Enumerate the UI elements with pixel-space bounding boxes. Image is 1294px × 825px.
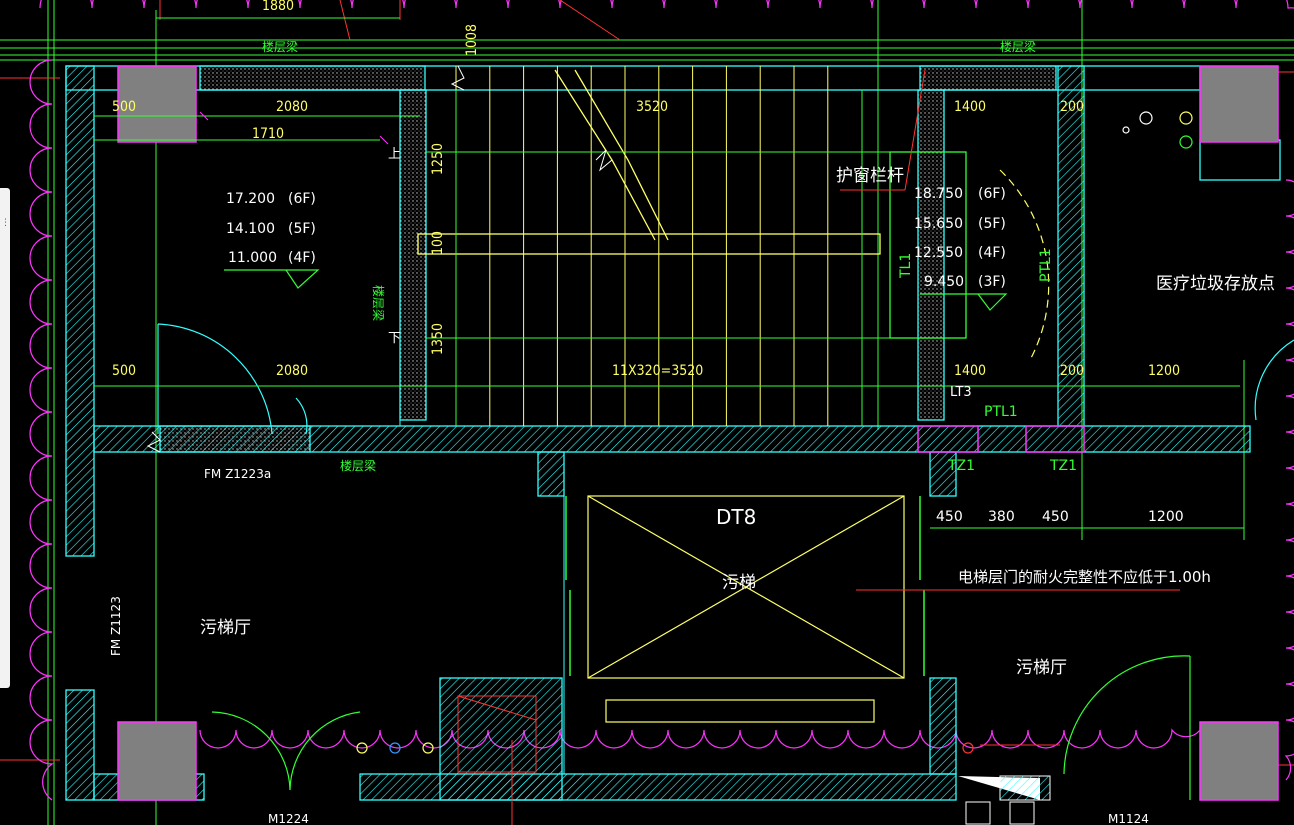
dim-1710: 1710 [252,126,284,142]
vent-hatch [958,775,1051,825]
label-down-mark: 下 [388,331,401,346]
label-tz1-b: TZ1 [1049,458,1077,474]
label-up-mark: 上 [388,147,401,162]
dim-200-a: 200 [1060,99,1084,115]
label-fire-note: 电梯层门的耐火完整性不应低于1.00h [958,568,1211,586]
revision-clouds [29,0,1294,801]
level-right-elev-3: 9.450 [924,274,964,290]
level-right-elev-0: 18.750 [914,186,963,202]
level-markers [224,269,1008,311]
label-door-m2: M1124 [1108,812,1149,825]
level-right-floor-1: (5F) [978,216,1006,232]
label-medical-waste: 医疗垃圾存放点 [1156,274,1275,294]
dim-1400-a: 1400 [954,99,986,115]
dim-200-b: 200 [1060,363,1084,379]
stair-handrail [417,69,967,339]
dim-1200-c: 1200 [1148,509,1184,525]
side-panel-tab[interactable]: ⋮ [0,188,10,688]
tz-columns [917,425,1085,453]
level-left-elev-0: 17.200 [226,191,275,207]
floor-beam-label-c: 楼层梁 [340,458,376,473]
dimension-lines [94,17,1244,529]
dim-380: 380 [988,509,1015,525]
label-door-m1: M1224 [268,812,309,825]
dim-1350: 1350 [430,323,446,355]
dim-2080-b: 2080 [276,363,308,379]
dim-100: 100 [430,231,446,255]
dim-1200-b: 1200 [1148,363,1180,379]
dim-1250: 1250 [430,143,446,175]
level-right-elev-2: 12.550 [914,245,963,261]
revision-cloud [199,728,1201,749]
level-right-floor-2: (4F) [978,245,1006,261]
panel-grip-icon: ⋮ [1,218,10,228]
dim-450-a: 450 [936,509,963,525]
walls [65,65,1281,801]
label-dirty-elevator: 污梯 [722,573,756,593]
level-left-elev-1: 14.100 [226,221,275,237]
elevator-shaft [587,495,905,723]
dim-2080-a: 2080 [276,99,308,115]
break-lines [146,65,613,453]
label-dirty-hall-left: 污梯厅 [200,618,251,638]
leader-lines [339,0,1180,825]
columns [117,65,1279,801]
dim-1400-b: 1400 [954,363,986,379]
label-door-fm-b: FM Z1123 [109,596,123,656]
elevator-doors [565,496,925,676]
dim-3520-a: 3520 [636,99,668,115]
revision-cloud [29,59,54,801]
level-right-floor-0: (6F) [978,186,1006,202]
label-dirty-hall-right: 污梯厅 [1016,658,1067,678]
pipe-symbols [356,111,1193,754]
dimension-ticks [199,111,389,145]
level-right-floor-3: (3F) [978,274,1006,290]
level-left-floor-1: (5F) [288,221,316,237]
floor-beam-label-d: 楼层梁 [371,285,386,321]
dim-450-b: 450 [1042,509,1069,525]
revision-cloud [39,0,1294,9]
label-lt3: LT3 [950,385,972,400]
revision-cloud [1284,179,1294,781]
dim-1008: 1008 [464,24,480,56]
level-left-floor-2: (4F) [288,250,316,266]
label-door-fm-a: FM Z1223a [204,467,271,481]
floor-beam-label-b: 楼层梁 [1000,39,1036,54]
level-left-elev-2: 11.000 [228,250,277,266]
label-ptl1-h: PTL1 [984,404,1018,420]
floor-beam-label-a: 楼层梁 [262,39,298,54]
level-right-elev-1: 15.650 [914,216,963,232]
level-left-floor-0: (6F) [288,191,316,207]
dim-top: 1880 [262,0,294,14]
stair-extent-lines [426,90,890,426]
dim-500-a: 500 [112,99,136,115]
dim-500-b: 500 [112,363,136,379]
label-window-rail: 护窗栏杆 [836,166,904,186]
label-tz1-a: TZ1 [947,458,975,474]
label-elevator-id: DT8 [716,505,756,529]
dim-stair-run: 11X320=3520 [612,363,703,379]
label-tl1: TL1 [898,253,914,279]
label-ptl1-v: PTL1 [1038,248,1054,282]
door-swings [157,169,1294,800]
